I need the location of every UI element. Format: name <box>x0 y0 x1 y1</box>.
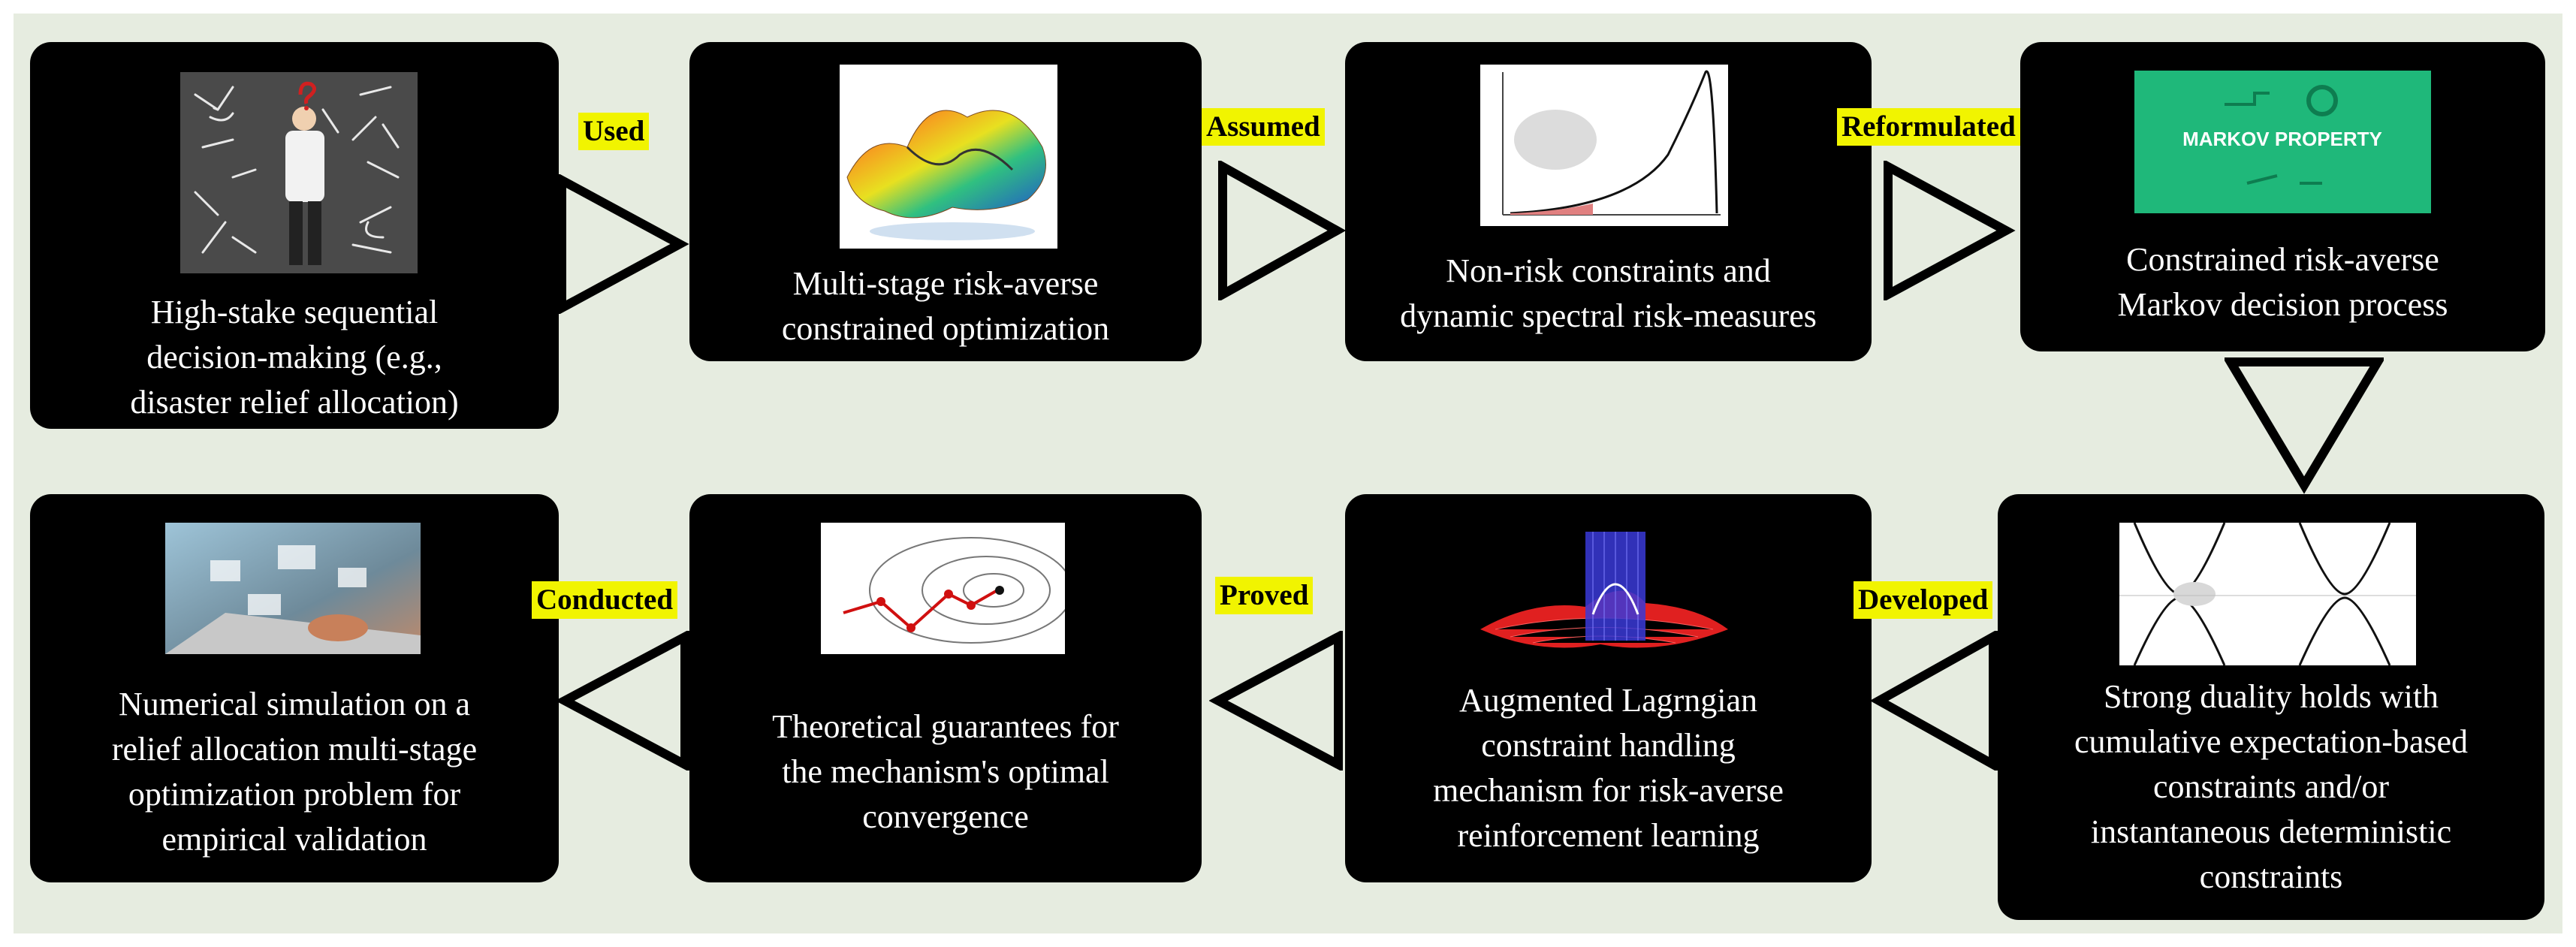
node-constrained-mdp: MARKOV PROPERTY Constrained risk-averse … <box>2020 42 2545 351</box>
colorful-surface-plot-image <box>840 65 1057 249</box>
label-line: constraints <box>2199 858 2343 895</box>
laptop-data-image <box>165 523 421 654</box>
person-chalkboard-arrows-image <box>180 72 418 273</box>
edge-label-used: Used <box>578 113 650 150</box>
label-line: High-stake sequential <box>150 294 439 330</box>
arrow-right-icon <box>1217 161 1346 300</box>
node-label: Theoretical guarantees for the mechanism… <box>704 704 1187 840</box>
label-line: constraint handling <box>1481 727 1736 764</box>
label-line: Numerical simulation on a <box>119 686 470 722</box>
arrow-right-icon <box>556 174 691 314</box>
arrow-left-icon <box>1870 631 1999 771</box>
edge-label-reformulated: Reformulated <box>1837 108 2020 146</box>
node-label: Numerical simulation on a relief allocat… <box>45 682 544 862</box>
label-line: Constrained risk-averse <box>2126 241 2439 278</box>
label-line: Non-risk constraints and <box>1446 252 1771 289</box>
node-multi-stage-optimization: Multi-stage risk-averse constrained opti… <box>689 42 1202 361</box>
node-high-stake-decision: High-stake sequential decision-making (e… <box>30 42 559 429</box>
label-line: convergence <box>862 798 1029 835</box>
label-line: Theoretical guarantees for <box>772 708 1119 745</box>
label-line: Markov decision process <box>2117 286 2448 323</box>
node-label: Constrained risk-averse Markov decision … <box>2035 237 2530 327</box>
hyperbola-curves-image <box>2119 523 2416 665</box>
node-theoretical-guarantees: Theoretical guarantees for the mechanism… <box>689 494 1202 882</box>
edge-label-assumed: Assumed <box>1202 108 1325 146</box>
node-non-risk-constraints: Non-risk constraints and dynamic spectra… <box>1345 42 1872 361</box>
label-line: relief allocation multi-stage <box>111 731 478 768</box>
arrow-left-icon <box>556 631 691 771</box>
edge-label-conducted: Conducted <box>532 581 678 619</box>
markov-property-image: MARKOV PROPERTY <box>2134 71 2431 213</box>
label-line: Strong duality holds with <box>2103 678 2439 715</box>
label-line: reinforcement learning <box>1457 817 1760 854</box>
label-line: decision-making (e.g., <box>146 339 442 375</box>
label-line: dynamic spectral risk-measures <box>1400 297 1817 334</box>
label-line: optimization problem for <box>128 776 461 813</box>
node-augmented-lagrangian: Augmented Lagrngian constraint handling … <box>1345 494 1872 882</box>
arrow-right-icon <box>1882 161 2017 300</box>
label-line: cumulative expectation-based <box>2074 723 2469 760</box>
node-label: High-stake sequential decision-making (e… <box>45 290 544 425</box>
label-line: the mechanism's optimal <box>782 753 1109 790</box>
skewed-distribution-image <box>1480 65 1728 226</box>
node-label: Non-risk constraints and dynamic spectra… <box>1360 249 1857 339</box>
label-line: Multi-stage risk-averse <box>792 265 1099 302</box>
arrow-down-icon <box>2225 351 2384 494</box>
node-label: Strong duality holds with cumulative exp… <box>2013 674 2529 900</box>
label-line: mechanism for risk-averse <box>1433 772 1784 809</box>
label-line: constrained optimization <box>781 310 1110 347</box>
node-numerical-simulation: Numerical simulation on a relief allocat… <box>30 494 559 882</box>
diagram-canvas: High-stake sequential decision-making (e… <box>14 14 2562 933</box>
label-line: constraints and/or <box>2152 768 2390 805</box>
edge-label-proved: Proved <box>1215 577 1314 614</box>
label-line: empirical validation <box>161 821 427 858</box>
contour-convergence-image <box>821 523 1065 654</box>
edge-label-developed: Developed <box>1854 581 1993 619</box>
node-label: Multi-stage risk-averse constrained opti… <box>704 261 1187 351</box>
node-strong-duality: Strong duality holds with cumulative exp… <box>1998 494 2544 920</box>
surface-with-plane-image <box>1473 524 1736 663</box>
label-line: Augmented Lagrngian <box>1458 682 1758 719</box>
node-label: Augmented Lagrngian constraint handling … <box>1360 678 1857 858</box>
label-line: disaster relief allocation) <box>130 384 459 421</box>
arrow-left-icon <box>1209 631 1344 771</box>
markov-property-text: MARKOV PROPERTY <box>2182 128 2382 150</box>
label-line: instantaneous deterministic <box>2090 813 2452 850</box>
